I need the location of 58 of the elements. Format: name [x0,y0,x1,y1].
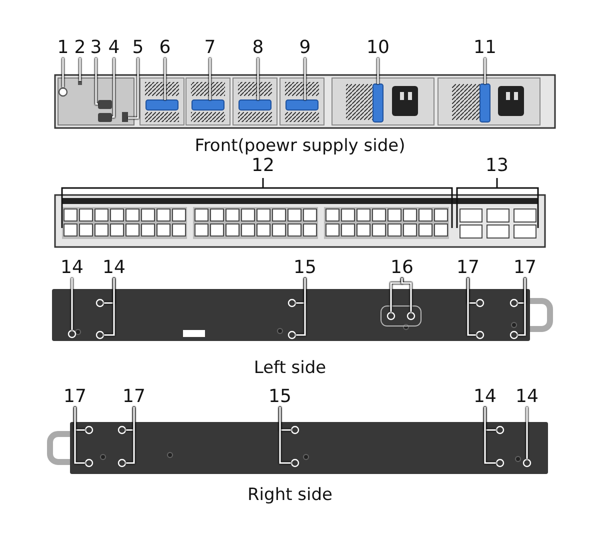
callout-number: 3 [90,38,102,58]
callout-number: 5 [132,38,144,58]
screw-hole [522,458,532,468]
power-supply-handle [372,84,384,122]
screw-hole [496,458,504,468]
callout-number: 16 [390,258,414,278]
callout-number: 2 [74,38,86,58]
fan-handle [238,100,272,110]
fan-handle [146,100,178,110]
callout-number: 14 [60,258,84,278]
callout-number: 17 [122,387,146,407]
callout-number: 10 [366,38,390,58]
callout-number: 14 [102,258,126,278]
screw-hole [118,426,126,434]
callout-number: 17 [514,258,536,278]
screw-hole [288,298,296,308]
callout-number: 14 [516,387,538,407]
screw-hole [96,298,104,308]
network-port [98,113,112,122]
callout-number: 1 [57,38,69,58]
callout-number: 13 [486,156,508,176]
screw-hole [68,330,76,338]
network-port [98,100,112,109]
view-caption: Right side [248,485,332,505]
screw-hole [58,87,68,97]
view-caption: Left side [254,358,326,378]
screw-hole [288,330,296,340]
screw-hole [386,312,396,320]
screw-hole [96,330,104,340]
callout-number: 9 [299,38,311,58]
screw-hole [510,330,518,340]
fan-handle [192,100,224,110]
callout-number: 17 [64,387,86,407]
power-supply-handle [480,84,490,122]
screw-hole [84,426,94,434]
screw-hole [290,426,300,434]
callout-number: 15 [294,258,316,278]
callout-number: 12 [252,156,274,176]
callout-number: 11 [474,38,496,58]
screw-hole [84,458,94,468]
callout-number: 8 [252,38,264,58]
callout-number: 14 [474,387,496,407]
view-caption: Front(poewr supply side) [194,136,406,156]
callout-number: 4 [108,38,120,58]
screw-hole [118,458,126,468]
screw-hole [496,426,504,434]
screw-hole [406,312,416,320]
callout-number: 6 [159,38,171,58]
screw-hole [290,458,300,468]
screw-hole [510,298,518,308]
callout-number: 15 [268,387,292,407]
callout-number: 7 [204,38,216,58]
usb-port [122,112,128,122]
indicator-light [78,81,82,85]
screw-hole [476,298,484,308]
callout-number: 17 [456,258,480,278]
screw-hole [476,330,484,340]
fan-handle [286,100,318,110]
